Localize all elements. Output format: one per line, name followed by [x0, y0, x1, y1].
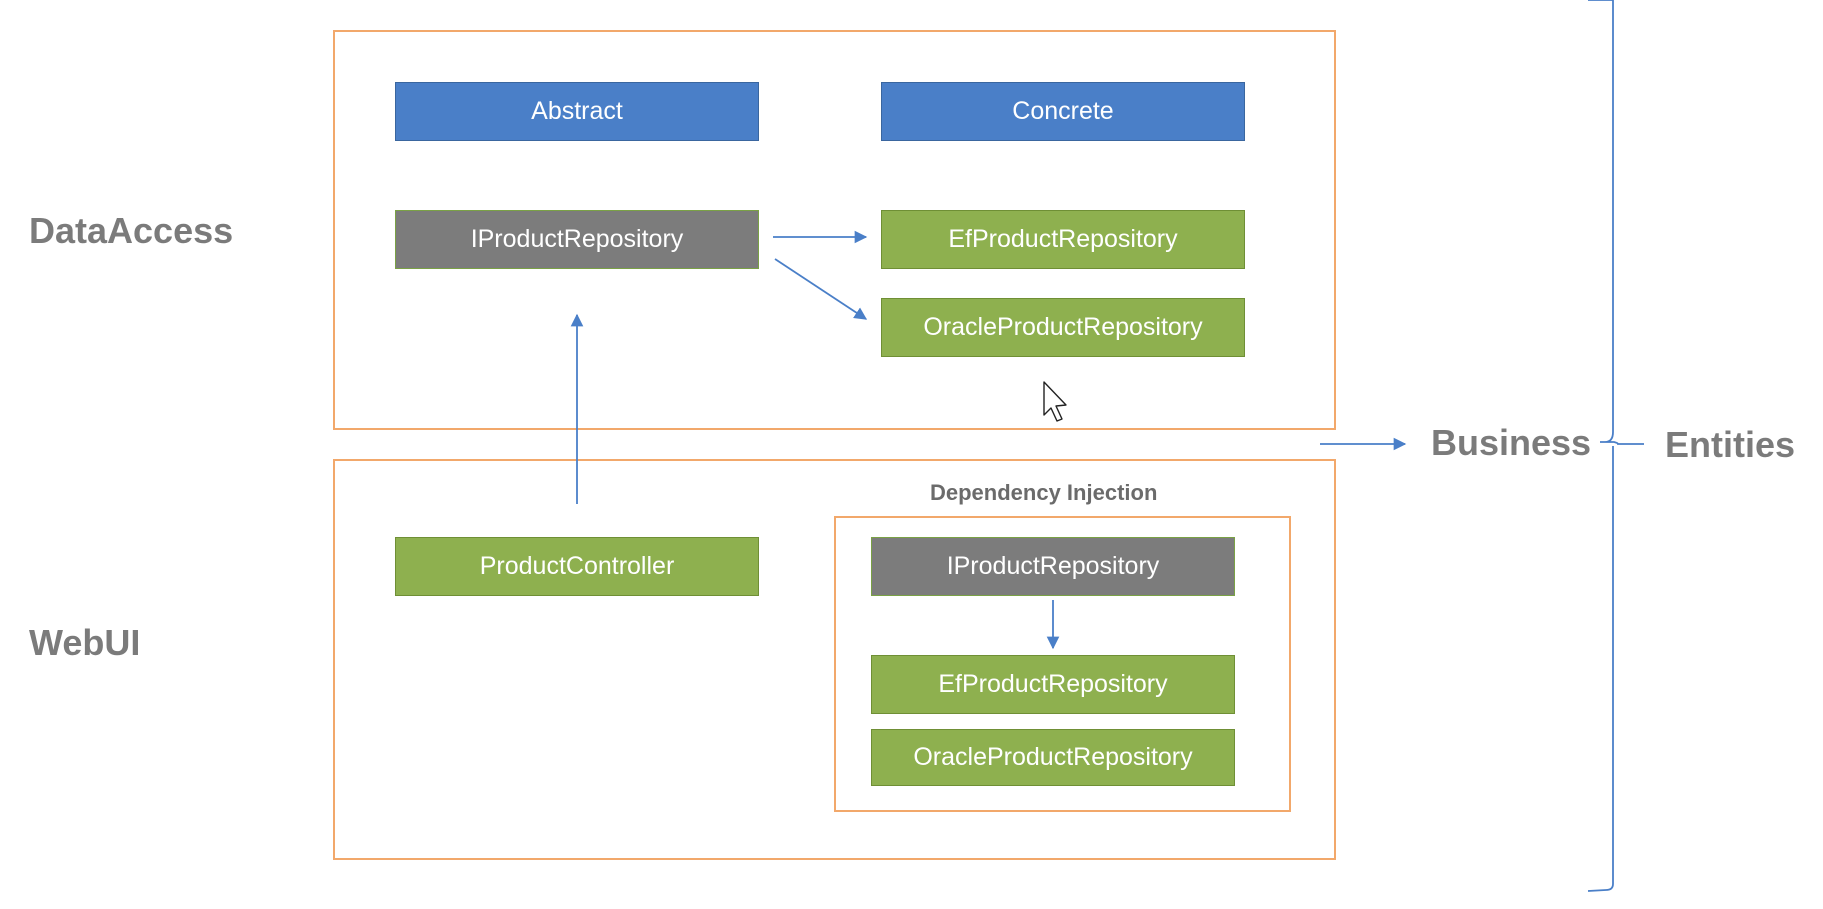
- webui-frame: [333, 459, 1336, 860]
- oracleproductrepository-box: OracleProductRepository: [881, 298, 1245, 357]
- di-oracleproductrepository-box: OracleProductRepository: [871, 729, 1235, 786]
- di-iproductrepository-box: IProductRepository: [871, 537, 1235, 596]
- abstract-header: Abstract: [395, 82, 759, 141]
- curly-brace-icon: [1587, 0, 1644, 892]
- dependency-injection-title: Dependency Injection: [930, 480, 1158, 505]
- productcontroller-box: ProductController: [395, 537, 759, 596]
- layer-label-webui: WebUI: [29, 622, 141, 663]
- dataaccess-frame: [333, 30, 1336, 430]
- layer-label-entities: Entities: [1665, 424, 1796, 465]
- efproductrepository-box: EfProductRepository: [881, 210, 1245, 269]
- dependency-injection-frame: [834, 516, 1291, 812]
- concrete-header: Concrete: [881, 82, 1245, 141]
- di-efproductrepository-box: EfProductRepository: [871, 655, 1235, 714]
- layer-label-dataaccess: DataAccess: [29, 210, 234, 251]
- layer-label-business: Business: [1431, 422, 1592, 463]
- iproductrepository-box: IProductRepository: [395, 210, 759, 269]
